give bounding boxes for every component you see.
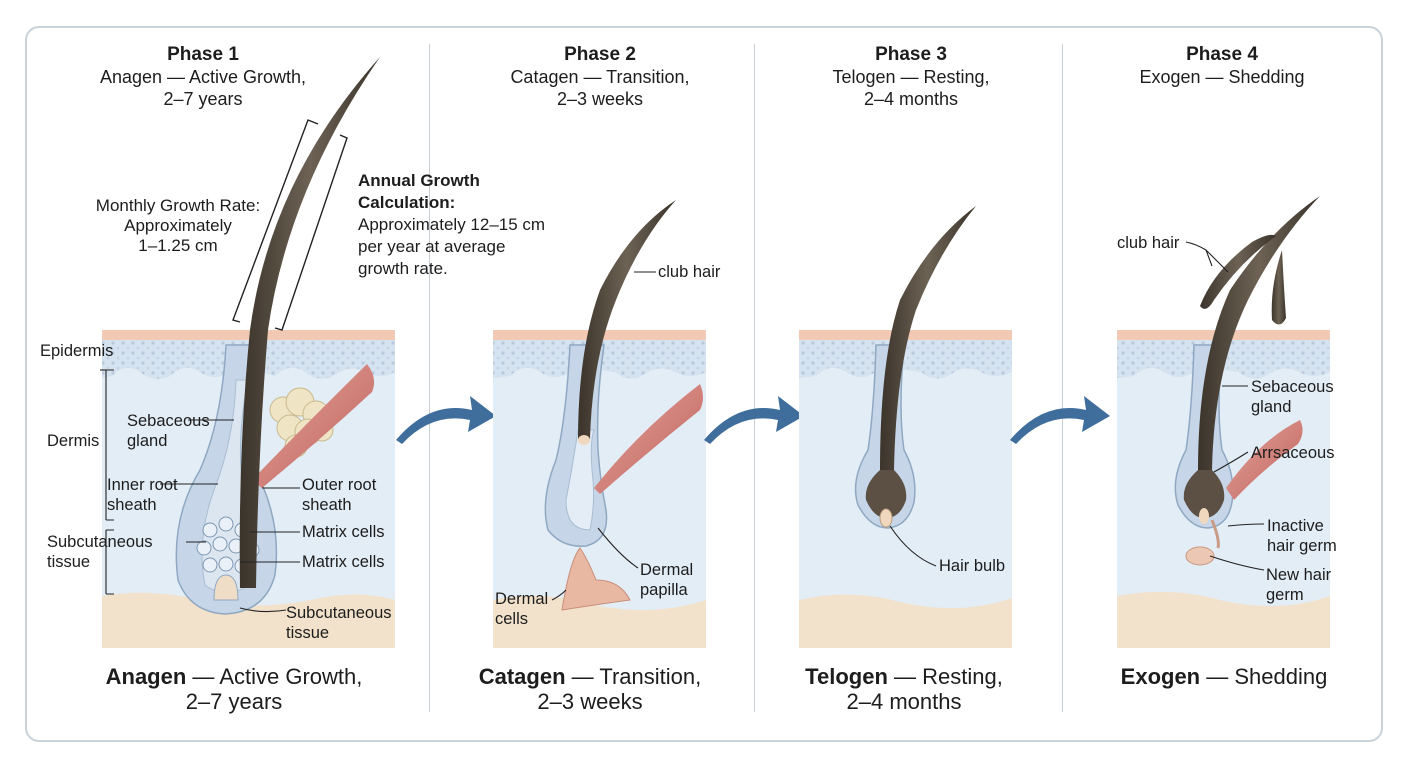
phase-2-caption: Catagen — Transition, 2–3 weeks xyxy=(460,664,720,714)
label-line: papilla xyxy=(640,581,688,599)
caption-name: Telogen xyxy=(805,664,888,689)
anagen-leader-lines xyxy=(100,369,300,613)
phase-subtitle: 2–3 weeks xyxy=(556,89,644,109)
label-club-hair: club hair xyxy=(1117,234,1180,252)
label-line: sheath xyxy=(302,496,352,514)
label-dermis: Dermis xyxy=(47,432,100,450)
label-line: Sebaceous xyxy=(127,412,210,430)
phase-3-caption: Telogen — Resting, 2–4 months xyxy=(774,664,1034,714)
caption-rest: — Resting, xyxy=(887,664,1003,689)
diagram-frame xyxy=(25,26,1383,742)
label-sebaceous-gland: Sebaceous gland xyxy=(1251,377,1334,417)
phase-divider xyxy=(429,44,430,712)
label-subcutaneous-tissue: Subcutaneous tissue xyxy=(286,603,392,643)
label-arrector: Arrsaceous xyxy=(1251,444,1335,462)
label-sebaceous-gland: Sebaceous gland xyxy=(127,411,210,451)
phase-title: Phase 4 xyxy=(1186,44,1258,65)
phase-2-header: Phase 2 Catagen — Transition, 2–3 weeks xyxy=(480,44,720,110)
phase-subtitle: 2–7 years xyxy=(163,89,243,109)
phase-arrow-3 xyxy=(1010,396,1110,444)
label-club-hair: club hair xyxy=(658,263,721,281)
annual-title-line: Annual Growth xyxy=(358,171,480,190)
phase-3-header: Phase 3 Telogen — Resting, 2–4 months xyxy=(791,44,1031,110)
label-outer-root-sheath: Outer root sheath xyxy=(302,475,376,515)
label-line: gland xyxy=(127,432,168,450)
catagen-skin-block xyxy=(493,200,706,648)
exogen-skin-block xyxy=(1117,196,1330,648)
phase-divider xyxy=(754,44,755,712)
label-line: Inner root xyxy=(107,476,178,494)
annual-title-line: Calculation: xyxy=(358,193,456,212)
phase-arrow-1 xyxy=(396,396,496,444)
anagen-skin-block xyxy=(102,57,395,648)
phase-subtitle: 2–4 months xyxy=(863,89,959,109)
caption-line: 2–3 weeks xyxy=(537,689,643,714)
phase-1-header: Phase 1 Anagen — Active Growth, 2–7 year… xyxy=(100,44,306,110)
annual-text-line: Approximately 12–15 cm xyxy=(358,215,546,234)
label-subcutaneous-layer: Subcutaneous tissue xyxy=(47,532,153,572)
monthly-rate-line: Monthly Growth Rate: xyxy=(95,196,261,215)
label-line: Subcutaneous xyxy=(286,604,392,622)
label-line: Dermal xyxy=(495,590,549,608)
phase-subtitle: Exogen — Shedding xyxy=(1139,67,1305,87)
label-line: Subcutaneous xyxy=(47,533,153,551)
label-matrix-cells: Matrix cells xyxy=(302,523,385,541)
label-line: Inactive xyxy=(1267,517,1324,535)
label-line: gland xyxy=(1251,398,1292,416)
label-line: germ xyxy=(1266,586,1304,604)
caption-name: Catagen xyxy=(478,664,566,689)
catagen-leader-lines xyxy=(551,271,656,601)
phase-title: Phase 1 xyxy=(167,44,239,65)
label-inactive-hair-germ: Inactive hair germ xyxy=(1267,516,1337,556)
label-line: Sebaceous xyxy=(1251,378,1334,396)
phase-subtitle: Anagen — Active Growth, xyxy=(99,67,307,87)
annual-growth-calculation: Annual Growth Calculation: Approximately… xyxy=(358,170,545,280)
monthly-growth-rate: Monthly Growth Rate: Approximately 1–1.2… xyxy=(88,196,268,256)
caption-name: Exogen xyxy=(1120,664,1201,689)
phase-title: Phase 3 xyxy=(875,44,947,65)
label-new-hair-germ: New hair germ xyxy=(1266,565,1331,605)
label-line: New hair xyxy=(1266,566,1332,584)
phase-arrow-2 xyxy=(704,396,804,444)
caption-line: 2–7 years xyxy=(185,689,283,714)
label-line: tissue xyxy=(47,553,91,571)
caption-rest: — Transition, xyxy=(565,664,702,689)
phase-subtitle: Telogen — Resting, xyxy=(832,67,990,87)
exogen-leader-lines xyxy=(1185,241,1265,571)
label-dermal-papilla: Dermal papilla xyxy=(640,560,693,600)
caption-rest: — Active Growth, xyxy=(186,664,363,689)
telogen-skin-block xyxy=(799,206,1012,648)
label-line: hair germ xyxy=(1267,537,1337,555)
label-line: cells xyxy=(495,610,529,628)
caption-name: Anagen xyxy=(105,664,187,689)
label-line: Outer root xyxy=(302,476,377,494)
annual-text-line: per year at average xyxy=(358,237,506,256)
caption-rest: — Shedding xyxy=(1200,664,1328,689)
telogen-leader-lines xyxy=(889,525,937,567)
phase-subtitle: Catagen — Transition, xyxy=(510,67,690,87)
label-line: sheath xyxy=(107,496,157,514)
label-line: tissue xyxy=(286,624,330,642)
monthly-rate-line: 1–1.25 cm xyxy=(138,236,218,255)
phase-1-caption: Anagen — Active Growth, 2–7 years xyxy=(94,664,374,714)
label-hair-bulb: Hair bulb xyxy=(939,557,1006,575)
phase-4-header: Phase 4 Exogen — Shedding xyxy=(1102,44,1342,88)
monthly-rate-line: Approximately xyxy=(124,216,232,235)
label-dermal-cells: Dermal cells xyxy=(495,589,548,629)
caption-line: 2–4 months xyxy=(846,689,962,714)
phase-divider xyxy=(1062,44,1063,712)
phase-4-caption: Exogen — Shedding xyxy=(1094,664,1354,689)
label-matrix-cells: Matrix cells xyxy=(302,553,385,571)
label-inner-root-sheath: Inner root sheath xyxy=(107,475,178,515)
annual-text-line: growth rate. xyxy=(358,259,448,278)
label-line: Dermal xyxy=(640,561,694,579)
label-epidermis: Epidermis xyxy=(40,342,114,360)
phase-title: Phase 2 xyxy=(564,44,636,65)
